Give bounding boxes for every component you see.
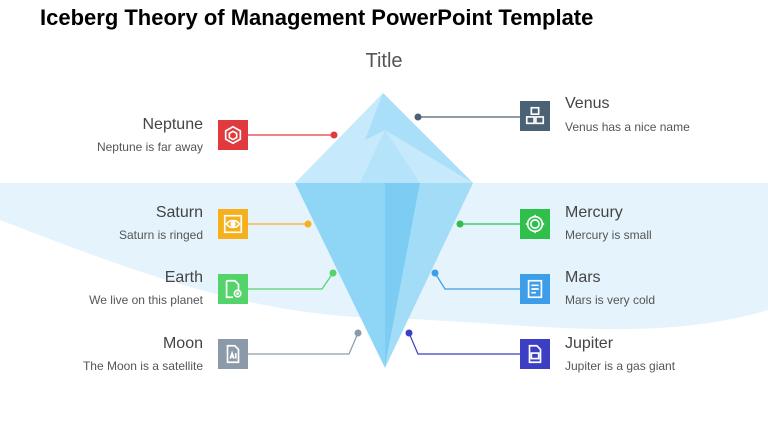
iceberg-tip-inner: [360, 130, 420, 183]
connector-mars: [434, 272, 520, 290]
document-icon: [520, 274, 550, 304]
jupiter-desc: Jupiter is a gas giant: [565, 359, 676, 373]
gear-badge-icon: [520, 209, 550, 239]
earth-label: Earth: [164, 269, 203, 286]
ai-file-icon: [218, 339, 248, 369]
venus-desc: Venus has a nice name: [565, 120, 690, 134]
connector-jupiter: [408, 332, 520, 355]
venus-label: Venus: [565, 95, 610, 112]
earth-desc: We live on this planet: [89, 293, 203, 307]
psd-file-icon: [520, 339, 550, 369]
connector-earth: [248, 272, 334, 290]
mars-label: Mars: [565, 269, 601, 286]
moon-label: Moon: [162, 335, 203, 352]
iceberg-body-left: [295, 183, 385, 368]
mercury-label: Mercury: [565, 204, 623, 221]
slide-title: Title: [365, 50, 403, 72]
cube-icon: [218, 120, 248, 150]
neptune-desc: Neptune is far away: [96, 140, 203, 154]
mars-desc: Mars is very cold: [565, 293, 656, 307]
page-title: Iceberg Theory of Management PowerPoint …: [40, 5, 594, 30]
iceberg-tip-right: [365, 93, 473, 183]
saturn-label: Saturn: [155, 204, 203, 221]
mercury-desc: Mercury is small: [565, 228, 652, 242]
connector-moon: [248, 332, 359, 355]
boxes-icon: [520, 101, 550, 131]
iceberg-body-right: [385, 183, 473, 368]
moon-desc: The Moon is a satellite: [82, 359, 203, 373]
jupiter-label: Jupiter: [565, 335, 614, 352]
eye-icon: [218, 209, 248, 239]
document-add-icon: [218, 274, 248, 304]
neptune-label: Neptune: [142, 116, 204, 133]
saturn-desc: Saturn is ringed: [118, 228, 203, 242]
